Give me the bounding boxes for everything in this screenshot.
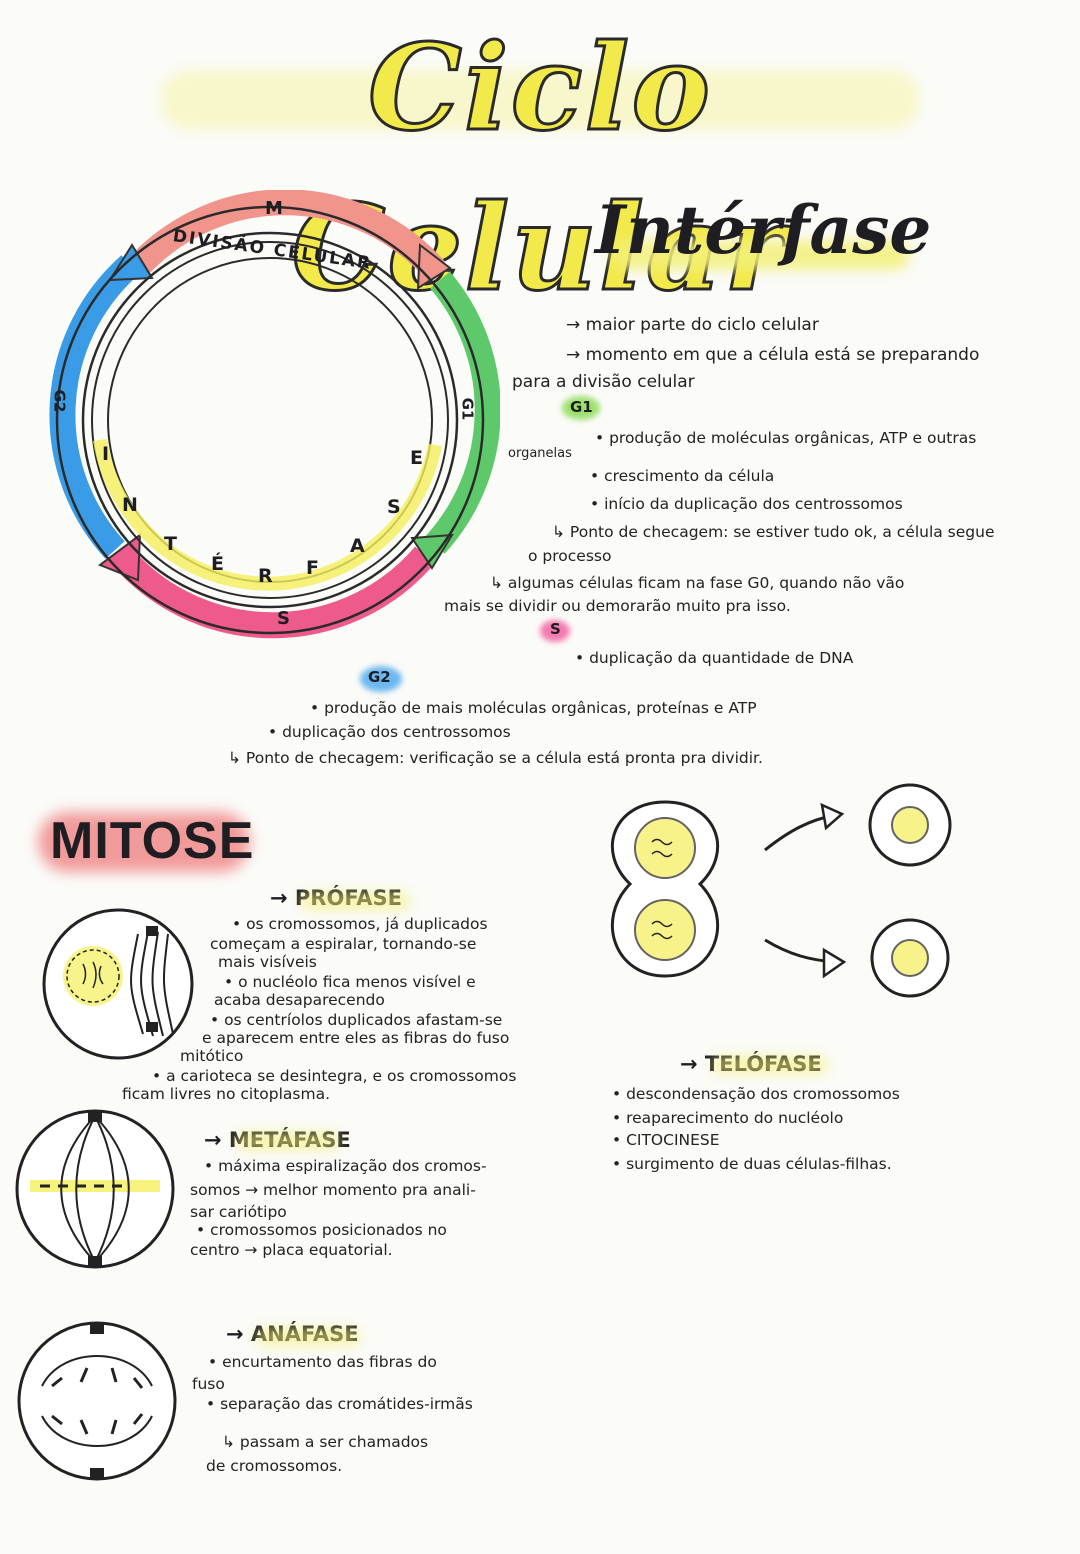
anafase-line: • encurtamento das fibras do [208,1353,437,1371]
interfase-letter: S [387,496,401,518]
interfase-letter: E [410,447,423,469]
interfase-letter: R [258,565,273,587]
anafase-cell-drawing [17,1321,177,1481]
interfase-letter: I [102,443,110,465]
profase-line: • os cromossomos, já duplicados [232,915,488,933]
g1-line: organelas [508,446,572,461]
g2-line: ↳ Ponto de checagem: verificação se a cé… [228,749,763,767]
cycle-g1-label: G1 [458,397,477,421]
metafase-line: • cromossomos posicionados no [196,1221,447,1239]
g1-line: o processo [528,547,612,565]
telofase-line: • descondensação dos cromossomos [612,1085,900,1103]
profase-line: mitótico [180,1047,244,1065]
cell-cycle-diagram [49,190,500,639]
telofase-division-drawing [611,783,952,998]
interfase-line: para a divisão celular [512,372,695,392]
interfase-letter: É [211,553,224,575]
profase-line: começam a espiralar, tornando-se [210,935,477,953]
anafase-line: • separação das cromátides-irmãs [206,1395,473,1413]
phase-s-arc [115,546,435,639]
s-line: • duplicação da quantidade de DNA [575,649,854,667]
page-title: Ciclo Celular [290,17,789,319]
cycle-m-label: M [265,198,283,219]
anafase-line: de cromossomos. [206,1457,343,1475]
metafase-line: somos → melhor momento pra anali- [190,1181,476,1199]
g2-line: • produção de mais moléculas orgânicas, … [310,699,757,717]
interfase-line: → maior parte do ciclo celular [566,315,819,335]
profase-line: ficam livres no citoplasma. [122,1085,331,1103]
g2-label: G2 [368,668,391,686]
phase-g2-arc [49,255,139,559]
cycle-s-label: S [277,608,290,629]
g1-line: ↳ algumas células ficam na fase G0, quan… [490,574,905,592]
profase-line: • os centríolos duplicados afastam-se [210,1011,503,1029]
g1-line: • início da duplicação dos centrossomos [590,495,903,513]
g1-line: ↳ Ponto de checagem: se estiver tudo ok,… [552,523,995,541]
anafase-line: ↳ passam a ser chamados [222,1433,429,1451]
profase-line: e aparecem entre eles as fibras do fuso [202,1029,510,1047]
metafase-line: • máxima espiralização dos cromos- [204,1157,487,1175]
profase-cell-drawing [42,908,194,1060]
s-label: S [550,620,561,638]
profase-line: mais visíveis [218,953,317,971]
telofase-line: • CITOCINESE [612,1131,720,1149]
metafase-cell-drawing [15,1109,175,1269]
interfase-letter: A [350,535,365,557]
phase-g1-arc [425,271,500,554]
g1-label: G1 [570,398,593,416]
profase-line: • a carioteca se desintegra, e os cromos… [152,1067,517,1085]
cycle-g2-label: G2 [50,389,69,413]
telofase-line: • reaparecimento do nucléolo [612,1109,844,1127]
interfase-letter: F [306,557,319,579]
g2-line: • duplicação dos centrossomos [268,723,511,741]
phase-m-arc [125,190,445,279]
interfase-heading: Intérfase [595,191,932,269]
g1-line: • crescimento da célula [590,467,775,485]
profase-line: acaba desaparecendo [214,991,385,1009]
telofase-line: • surgimento de duas células-filhas. [612,1155,892,1173]
interfase-line: → momento em que a célula está se prepar… [566,345,980,365]
metafase-line: centro → placa equatorial. [190,1241,393,1259]
interfase-letter: T [164,533,177,555]
metafase-line: sar cariótipo [190,1203,287,1221]
g1-line: • produção de moléculas orgânicas, ATP e… [595,429,977,447]
interfase-letter: N [122,494,138,516]
g1-line: mais se dividir ou demorarão muito pra i… [444,597,791,615]
anafase-line: fuso [192,1375,225,1393]
mitose-heading: MITOSE [50,812,255,870]
profase-line: • o nucléolo fica menos visível e [224,973,476,991]
